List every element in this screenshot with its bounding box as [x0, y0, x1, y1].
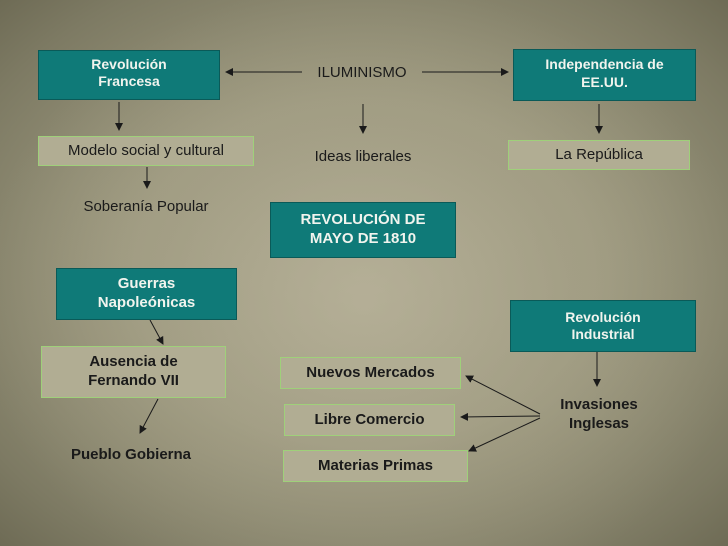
node-pueblo-gobierna: Pueblo Gobierna: [70, 445, 191, 463]
node-ausencia-fernando-vii: Ausencia de Fernando VII: [41, 346, 226, 398]
node-soberania-popular: Soberanía Popular: [83, 197, 209, 215]
node-invasiones-inglesas: Invasiones Inglesas: [560, 396, 638, 432]
node-independencia-eeuu: Independencia de EE.UU.: [513, 49, 696, 101]
arrow-invasiones-mercados: [465, 375, 541, 415]
arrow-invasiones-materias: [468, 417, 541, 452]
node-revolucion-francesa: Revolución Francesa: [38, 50, 220, 100]
node-revolucion-mayo-1810: REVOLUCIÓN DE MAYO DE 1810: [270, 202, 456, 258]
arrow-invasiones-comercio: [460, 412, 541, 421]
node-nuevos-mercados: Nuevos Mercados: [280, 357, 461, 389]
node-iluminismo: ILUMINISMO: [317, 63, 407, 81]
node-modelo-social: Modelo social y cultural: [38, 136, 254, 166]
arrow-guerras-ausencia: [149, 319, 164, 345]
node-revolucion-industrial: Revolución Industrial: [510, 300, 696, 352]
node-ideas-liberales: Ideas liberales: [314, 147, 412, 165]
node-la-republica: La República: [508, 140, 690, 170]
node-guerras-napoleonicas: Guerras Napoleónicas: [56, 268, 237, 320]
node-libre-comercio: Libre Comercio: [284, 404, 455, 436]
node-materias-primas: Materias Primas: [283, 450, 468, 482]
arrow-ausencia-pueblo: [139, 398, 159, 434]
